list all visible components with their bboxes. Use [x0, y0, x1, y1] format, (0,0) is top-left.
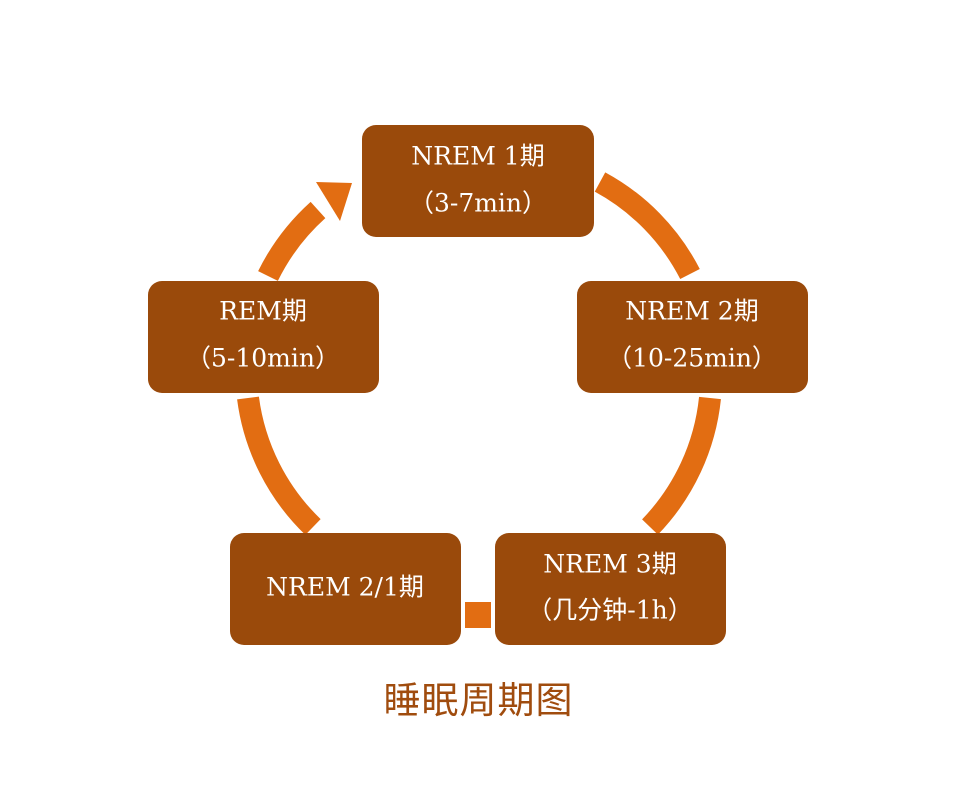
arc-nrem21-to-rem	[237, 396, 321, 535]
stage-box-bg	[495, 533, 726, 645]
stage-name: REM期	[219, 297, 307, 326]
arc-rem-to-nrem1	[258, 201, 326, 282]
stage-name: NREM 2期	[625, 297, 758, 326]
stage-box-bg	[362, 125, 594, 237]
stage-duration: （几分钟-1h）	[527, 596, 692, 625]
stage-duration: （10-25min）	[607, 344, 777, 373]
stage-box-rem: REM期 （5-10min）	[148, 281, 379, 393]
stage-name: NREM 2/1期	[266, 573, 424, 602]
stage-duration: （5-10min）	[186, 344, 340, 373]
stage-name: NREM 3期	[543, 550, 676, 579]
stage-box-nrem3: NREM 3期 （几分钟-1h）	[495, 533, 726, 645]
diagram-caption: 睡眠周期图	[383, 679, 574, 722]
stage-name: NREM 1期	[411, 142, 544, 171]
stage-box-nrem1: NREM 1期 （3-7min）	[362, 125, 594, 237]
stage-box-nrem2-1: NREM 2/1期	[230, 533, 461, 645]
connector-nrem3-to-nrem21	[465, 602, 491, 628]
stage-box-bg	[230, 533, 461, 645]
arrowhead-into-nrem1	[316, 182, 352, 221]
stage-box-nrem2: NREM 2期 （10-25min）	[577, 281, 808, 393]
arc-nrem1-to-nrem2	[594, 172, 700, 280]
stage-box-bg	[148, 281, 379, 393]
stage-duration: （3-7min）	[409, 189, 547, 218]
arc-nrem2-to-nrem3	[641, 396, 721, 535]
stage-box-bg	[577, 281, 808, 393]
